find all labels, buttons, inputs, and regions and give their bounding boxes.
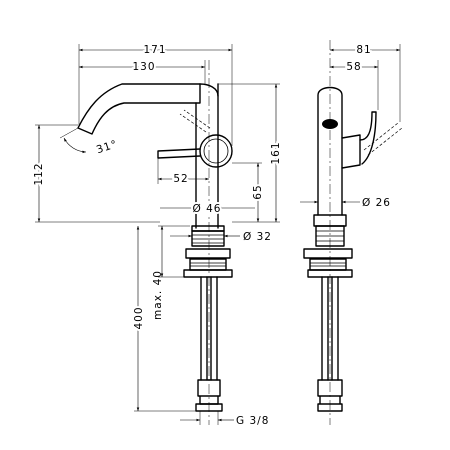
label-58: 58 [346, 61, 361, 73]
side-lever [359, 111, 377, 165]
label-81: 81 [356, 44, 371, 56]
label-171: 171 [143, 44, 166, 56]
mount-thread [191, 230, 225, 247]
side-dimensions: 81 58 Ø 26 [300, 42, 401, 209]
side-base [313, 214, 347, 227]
angle-arc [63, 137, 87, 154]
label-angle: 31° [95, 138, 119, 156]
supply-hoses [200, 276, 218, 381]
lever-raised [179, 109, 211, 133]
knob-shading [203, 138, 229, 164]
label-112: 112 [33, 162, 45, 185]
label-52: 52 [173, 173, 188, 185]
label-130: 130 [132, 61, 155, 73]
lever-arm [157, 148, 201, 159]
label-g38: G 3/8 [236, 415, 269, 427]
base-ring [191, 225, 225, 232]
front-view [77, 60, 233, 425]
lever-knob [199, 134, 233, 168]
label-d32: Ø 32 [243, 231, 272, 243]
label-d46: Ø 46 [193, 203, 222, 215]
side-hoses [321, 276, 339, 381]
clamp-nut [183, 248, 233, 278]
label-161: 161 [270, 141, 282, 164]
side-view [303, 40, 403, 425]
label-65: 65 [252, 184, 264, 199]
label-max40: max. 40 [152, 270, 164, 320]
front-dimensions: 171 130 31° 112 161 52 65 Ø 46 Ø 32 [31, 42, 284, 427]
side-lever-mount [341, 134, 361, 169]
body-outline [195, 83, 219, 229]
label-400: 400 [133, 306, 145, 329]
aerator [322, 119, 338, 129]
spout-outline [77, 83, 201, 135]
side-lever-raised [363, 122, 403, 156]
side-clamp [303, 248, 353, 278]
body-top [199, 83, 219, 97]
side-body-outline [317, 86, 343, 216]
hose-ends [195, 403, 223, 412]
label-d26: Ø 26 [362, 197, 391, 209]
